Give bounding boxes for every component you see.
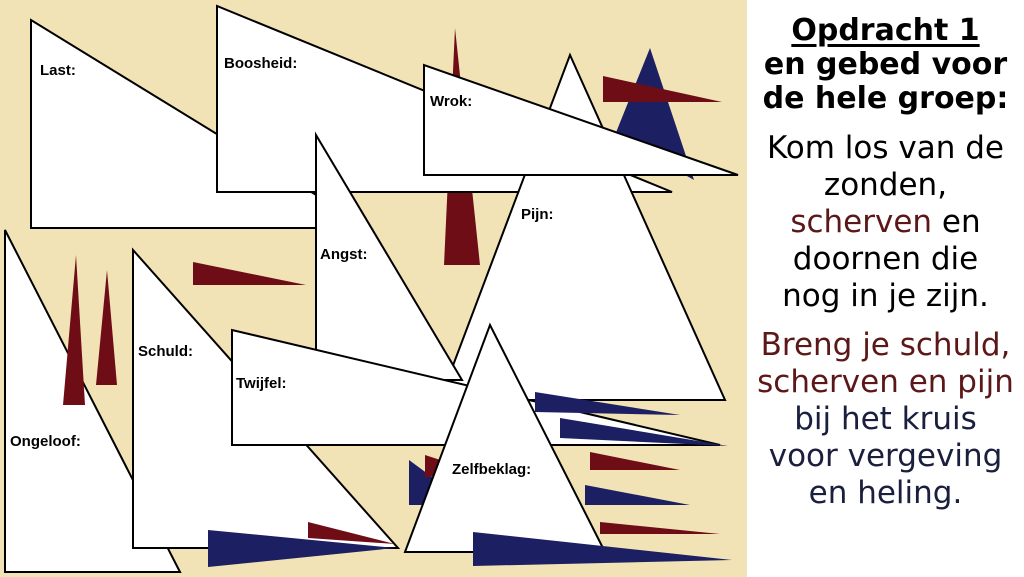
para1-line3: scherven en <box>747 204 1024 241</box>
label-pijn: Pijn: <box>521 206 554 223</box>
label-ongeloof: Ongeloof: <box>10 433 81 450</box>
paragraph-cross: Breng je schuld, scherven en pijn bij he… <box>747 327 1024 512</box>
paragraph-release: Kom los van de zonden, scherven en doorn… <box>747 130 1024 315</box>
para2-line5: en heling. <box>808 475 963 511</box>
para1-line5: nog in je zijn. <box>782 278 989 314</box>
label-angst: Angst: <box>320 246 368 263</box>
label-wrok: Wrok: <box>430 93 472 110</box>
para2-line3: bij het kruis <box>794 401 977 437</box>
red-splinter-low-3 <box>600 522 720 534</box>
label-last: Last: <box>40 62 76 79</box>
panel-subtitle-line1: en gebed voor <box>763 47 1008 82</box>
red-splinter-bottom-left <box>308 522 395 544</box>
navy-spike-top <box>615 48 694 180</box>
para1-line4: doornen die <box>792 241 979 277</box>
para1-line1: Kom los van de <box>767 130 1004 166</box>
text-panel: Opdracht 1 en gebed voor de hele groep: … <box>747 0 1024 577</box>
red-splinter-low-2 <box>590 452 680 470</box>
para2-line4: voor vergeving <box>768 438 1003 474</box>
navy-splinter-bottom-right <box>473 532 732 566</box>
red-splinter-left-1 <box>63 255 85 405</box>
label-twijfel: Twijfel: <box>236 375 287 392</box>
para2-line1: Breng je schuld, <box>760 327 1011 363</box>
label-schuld: Schuld: <box>138 343 193 360</box>
red-splinter-left-2 <box>96 270 117 385</box>
panel-title: Opdracht 1 <box>791 13 980 48</box>
label-boosheid: Boosheid: <box>224 55 297 72</box>
navy-splinter-right-2 <box>560 418 728 446</box>
shards-illustration: Last: Boosheid: Wrok: Pijn: Angst: Schul… <box>0 0 747 577</box>
navy-splinter-right-1 <box>535 392 680 415</box>
red-splinter-top-right <box>603 76 722 102</box>
red-splinter-mid <box>193 262 306 285</box>
navy-splinter-bottom-left <box>208 530 395 567</box>
navy-splinter-low-2 <box>585 485 690 505</box>
panel-subtitle-line2: de hele groep: <box>762 81 1009 116</box>
para1-line2: zonden, <box>823 167 948 203</box>
para2-line2: scherven en pijn <box>757 364 1014 400</box>
label-zelfbeklag: Zelfbeklag: <box>452 461 531 478</box>
para1-highlight-scherven: scherven <box>790 204 933 240</box>
shard-wrok <box>423 63 739 176</box>
para1-line3-rest: en <box>932 204 981 240</box>
